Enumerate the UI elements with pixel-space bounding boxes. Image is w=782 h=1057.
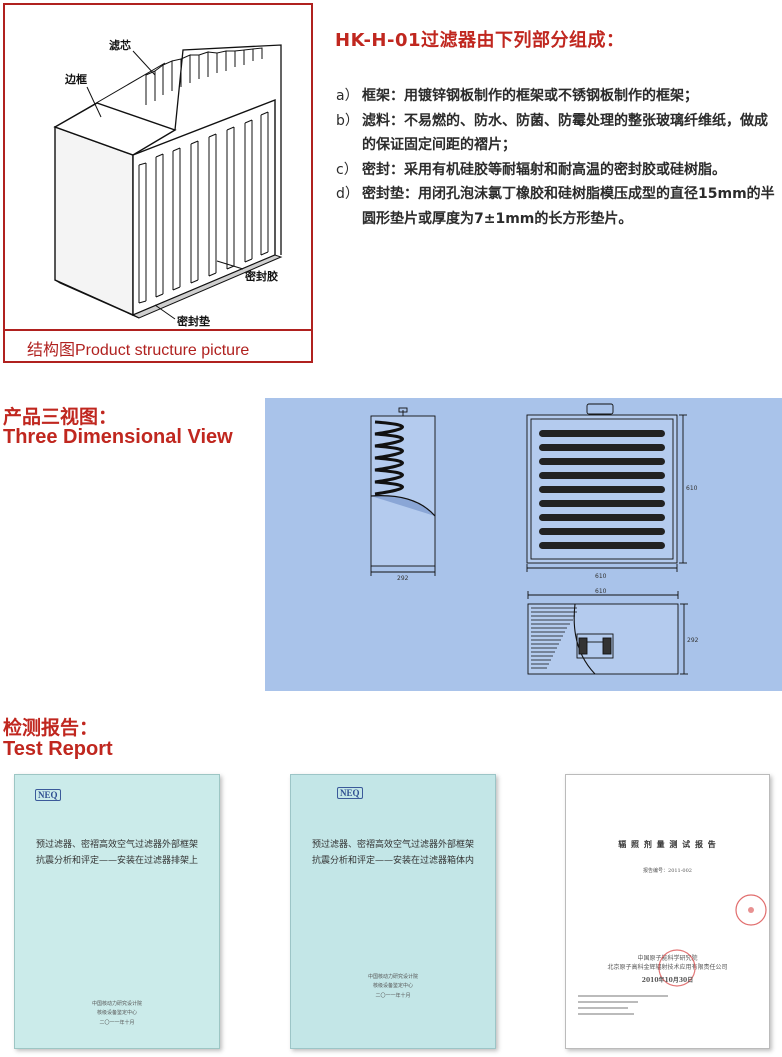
component-item-label: b） — [336, 112, 359, 129]
neq-logo: NEQ — [35, 789, 61, 801]
components-title: HK-H-01过滤器由下列部分组成： — [335, 30, 625, 51]
report-title-line: 抗震分析和评定——安装在过滤器箱体内 — [311, 856, 474, 866]
neq-logo: NEQ — [337, 787, 363, 799]
component-item: c） 密封：采用有机硅胶等耐辐射和耐高温的密封胶或硅树脂。 — [336, 158, 776, 183]
dim-front-height: 610 — [686, 485, 698, 492]
report-footer-line: 中国核动力研究设计院 — [91, 1001, 142, 1007]
report-footer-line: 核级设备鉴定中心 — [372, 983, 413, 989]
component-item-label: c） — [336, 161, 358, 178]
side-view-pleats — [374, 420, 404, 496]
component-item: d） 密封垫：用闭孔泡沫氯丁橡胶和硅树脂模压成型的直径15mm的半圆形垫片或厚度… — [336, 182, 776, 231]
dim-top-width: 610 — [595, 588, 607, 595]
component-item-text: 滤料：不易燃的、防水、防菌、防霉处理的整张玻璃纤维纸，做成的保证固定间距的褶片； — [362, 112, 768, 154]
red-seal-stamp — [735, 894, 767, 926]
label-frame: 边框 — [64, 72, 87, 86]
component-item-label: d） — [336, 186, 359, 202]
three-view-title-en: Three Dimensional View — [3, 426, 233, 448]
report-footer-line: 二〇一一年十月 — [99, 1020, 135, 1026]
report-title-line: 抗震分析和评定——安装在过滤器排架上 — [35, 856, 198, 866]
component-item-text: 密封：采用有机硅胶等耐辐射和耐高温的密封胶或硅树脂。 — [362, 161, 726, 178]
report-title-line: 预过滤器、密褶高效空气过滤器外部框架 — [311, 840, 474, 850]
report-footer-line: 核级设备鉴定中心 — [96, 1010, 137, 1016]
side-view — [370, 407, 436, 576]
front-view-slots — [539, 430, 665, 549]
test-report-title-cn: 检测报告： — [3, 717, 99, 739]
report-info-block — [578, 991, 668, 1021]
dim-front-width: 610 — [595, 573, 607, 580]
three-view-panel: 292 610 610 — [265, 398, 782, 691]
components-list: a） 框架：用镀锌钢板制作的框架或不锈钢板制作的框架； b） 滤料：不易燃的、防… — [336, 84, 776, 231]
label-gasket: 密封垫 — [177, 314, 210, 328]
structure-caption: 结构图Product structure picture — [27, 342, 250, 359]
component-item-label: a） — [336, 88, 359, 104]
report-title: 辐 照 剂 量 测 试 报 告 — [618, 839, 717, 849]
report-document-3: 辐 照 剂 量 测 试 报 告 报告编号：2011-002 中国原子能科学研究院… — [565, 774, 770, 1049]
filter-structure-drawing: 滤芯 边框 密封胶 密封垫 — [53, 38, 283, 328]
report-number: 报告编号：2011-002 — [643, 868, 692, 874]
report-footer-line: 北京原子高科金辉辐射技术应用有限责任公司 — [607, 964, 728, 971]
label-sealant: 密封胶 — [245, 269, 278, 283]
report-document-1: NEQ 预过滤器、密褶高效空气过滤器外部框架 抗震分析和评定——安装在过滤器排架… — [14, 774, 220, 1049]
report-date: 2010年10月30日 — [641, 977, 694, 984]
filter-pleats — [138, 47, 269, 304]
component-item: b） 滤料：不易燃的、防水、防菌、防霉处理的整张玻璃纤维纸，做成的保证固定间距的… — [336, 109, 776, 158]
structure-picture-box: 滤芯 边框 密封胶 密封垫 结构图Product structure pictu… — [3, 3, 313, 363]
component-item-text: 密封垫：用闭孔泡沫氯丁橡胶和硅树脂模压成型的直径15mm的半圆形垫片或厚度为7±… — [362, 186, 775, 227]
component-item-text: 框架：用镀锌钢板制作的框架或不锈钢板制作的框架； — [362, 88, 698, 104]
three-view-drawing: 292 610 610 — [370, 403, 699, 675]
red-seal-stamp — [658, 949, 696, 987]
report-footer-line: 中国原子能科学研究院 — [637, 955, 698, 962]
three-view-title-cn: 产品三视图： — [3, 406, 118, 428]
component-item: a） 框架：用镀锌钢板制作的框架或不锈钢板制作的框架； — [336, 84, 776, 109]
dim-side-width: 292 — [397, 575, 409, 582]
report-document-2: NEQ 预过滤器、密褶高效空气过滤器外部框架 抗震分析和评定——安装在过滤器箱体… — [290, 774, 496, 1049]
top-view-pleats — [531, 607, 577, 669]
report-footer-line: 二〇一一年十月 — [375, 993, 411, 999]
label-filter-core: 滤芯 — [109, 38, 131, 52]
report-title-line: 预过滤器、密褶高效空气过滤器外部框架 — [35, 840, 198, 850]
top-view — [527, 591, 688, 675]
frame-left-face — [54, 126, 134, 317]
report-footer-line: 中国核动力研究设计院 — [367, 974, 418, 980]
dim-top-height: 292 — [687, 637, 699, 644]
structure-caption-bar: 结构图Product structure picture — [5, 329, 311, 361]
test-report-title-en: Test Report — [3, 738, 113, 760]
front-view — [526, 403, 687, 572]
